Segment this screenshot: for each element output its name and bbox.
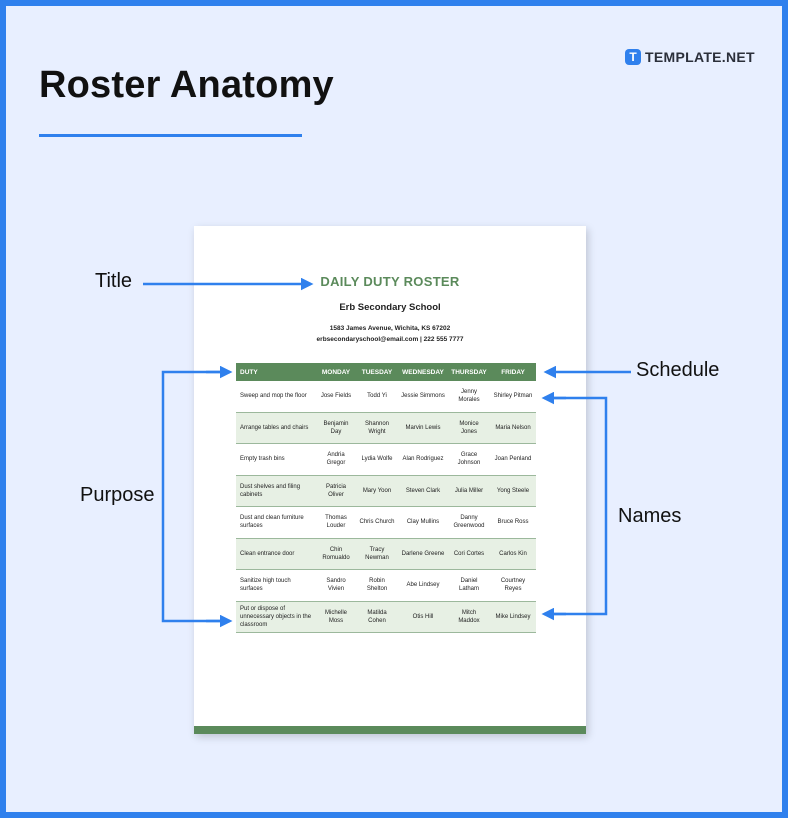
name-cell: Otis Hill — [398, 601, 448, 633]
name-cell: Mitch Maddox — [448, 601, 490, 633]
column-header-friday: FRIDAY — [490, 363, 536, 381]
name-cell: Maria Nelson — [490, 412, 536, 444]
duty-cell: Sanitize high touch surfaces — [236, 569, 316, 602]
name-cell: Shannon Wright — [356, 412, 398, 444]
name-cell: Michelle Moss — [316, 601, 356, 633]
name-cell: Chris Church — [356, 506, 398, 539]
callout-purpose: Purpose — [80, 484, 155, 506]
name-cell: Darlene Greene — [398, 538, 448, 570]
name-cell: Mike Lindsey — [490, 601, 536, 633]
table-row: Sweep and mop the floor Jose Fields Todd… — [236, 381, 536, 413]
purpose-bracket-arrow — [161, 370, 230, 623]
name-cell: Mary Yoon — [356, 475, 398, 507]
name-cell: Jenny Morales — [448, 381, 490, 413]
name-cell: Tracy Newman — [356, 538, 398, 570]
page-title: Roster Anatomy — [39, 64, 334, 106]
duty-cell: Clean entrance door — [236, 538, 316, 570]
duty-cell: Empty trash bins — [236, 443, 316, 476]
callout-names: Names — [618, 505, 682, 527]
name-cell: Clay Mullins — [398, 506, 448, 539]
table-row: Arrange tables and chairs Benjamin Day S… — [236, 412, 536, 444]
name-cell: Chin Romualdo — [316, 538, 356, 570]
title-underline — [39, 134, 302, 137]
callout-title: Title — [95, 270, 133, 292]
name-cell: Matilda Cohen — [356, 601, 398, 633]
duty-cell: Sweep and mop the floor — [236, 381, 316, 413]
name-cell: Danny Greenwood — [448, 506, 490, 539]
name-cell: Alan Rodriguez — [398, 443, 448, 476]
name-cell: Todd Yi — [356, 381, 398, 413]
name-cell: Yong Steele — [490, 475, 536, 507]
table-row: Dust shelves and filing cabinets Patrici… — [236, 475, 536, 507]
name-cell: Carlos Kin — [490, 538, 536, 570]
name-cell: Bruce Ross — [490, 506, 536, 539]
callout-arrows — [143, 277, 631, 628]
table-row: Dust and clean furniture surfaces Thomas… — [236, 506, 536, 539]
roster-header-row: DUTY MONDAY TUESDAY WEDNESDAY THURSDAY F… — [236, 363, 536, 381]
school-name: Erb Secondary School — [339, 302, 441, 313]
duty-cell: Dust and clean furniture surfaces — [236, 506, 316, 539]
column-header-wednesday: WEDNESDAY — [398, 363, 448, 381]
document-footer-bar — [194, 726, 586, 734]
brand-name: TEMPLATE.NET — [645, 49, 755, 65]
table-row: Empty trash bins Andria Gregor Lydia Wol… — [236, 443, 536, 476]
callout-schedule: Schedule — [636, 359, 720, 381]
school-address: 1583 James Avenue, Wichita, KS 67202 — [329, 325, 451, 332]
name-cell: Monice Jones — [448, 412, 490, 444]
column-header-tuesday: TUESDAY — [356, 363, 398, 381]
name-cell: Steven Clark — [398, 475, 448, 507]
name-cell: Jose Fields — [316, 381, 356, 413]
brand-logo: T TEMPLATE.NET — [625, 49, 755, 65]
name-cell: Abe Lindsey — [398, 569, 448, 602]
column-header-monday: MONDAY — [316, 363, 356, 381]
name-cell: Sandro Vivien — [316, 569, 356, 602]
column-header-duty: DUTY — [236, 363, 316, 381]
name-cell: Andria Gregor — [316, 443, 356, 476]
table-row: Sanitize high touch surfaces Sandro Vivi… — [236, 569, 536, 602]
roster-document: DAILY DUTY ROSTER Erb Secondary School 1… — [194, 226, 586, 734]
duty-cell: Arrange tables and chairs — [236, 412, 316, 444]
name-cell: Marvin Lewis — [398, 412, 448, 444]
name-cell: Cori Cortes — [448, 538, 490, 570]
name-cell: Robin Shelton — [356, 569, 398, 602]
name-cell: Thomas Louder — [316, 506, 356, 539]
name-cell: Patricia Oliver — [316, 475, 356, 507]
duty-cell: Dust shelves and filing cabinets — [236, 475, 316, 507]
name-cell: Benjamin Day — [316, 412, 356, 444]
name-cell: Daniel Latham — [448, 569, 490, 602]
table-row: Put or dispose of unnecessary objects in… — [236, 601, 536, 633]
table-row: Clean entrance door Chin Romualdo Tracy … — [236, 538, 536, 570]
column-header-thursday: THURSDAY — [448, 363, 490, 381]
name-cell: Julia Miller — [448, 475, 490, 507]
name-cell: Jessie Simmons — [398, 381, 448, 413]
name-cell: Joan Penland — [490, 443, 536, 476]
name-cell: Lydia Wolfe — [356, 443, 398, 476]
name-cell: Shirley Pitman — [490, 381, 536, 413]
name-cell: Grace Johnson — [448, 443, 490, 476]
name-cell: Courtney Reyes — [490, 569, 536, 602]
school-contact: erbsecondaryschool@email.com | 222 555 7… — [316, 336, 464, 343]
names-bracket-arrow — [551, 396, 608, 616]
roster-title: DAILY DUTY ROSTER — [320, 274, 460, 289]
roster-table: DUTY MONDAY TUESDAY WEDNESDAY THURSDAY F… — [236, 363, 536, 633]
duty-cell: Put or dispose of unnecessary objects in… — [236, 601, 316, 633]
template-logo-icon: T — [625, 49, 641, 65]
